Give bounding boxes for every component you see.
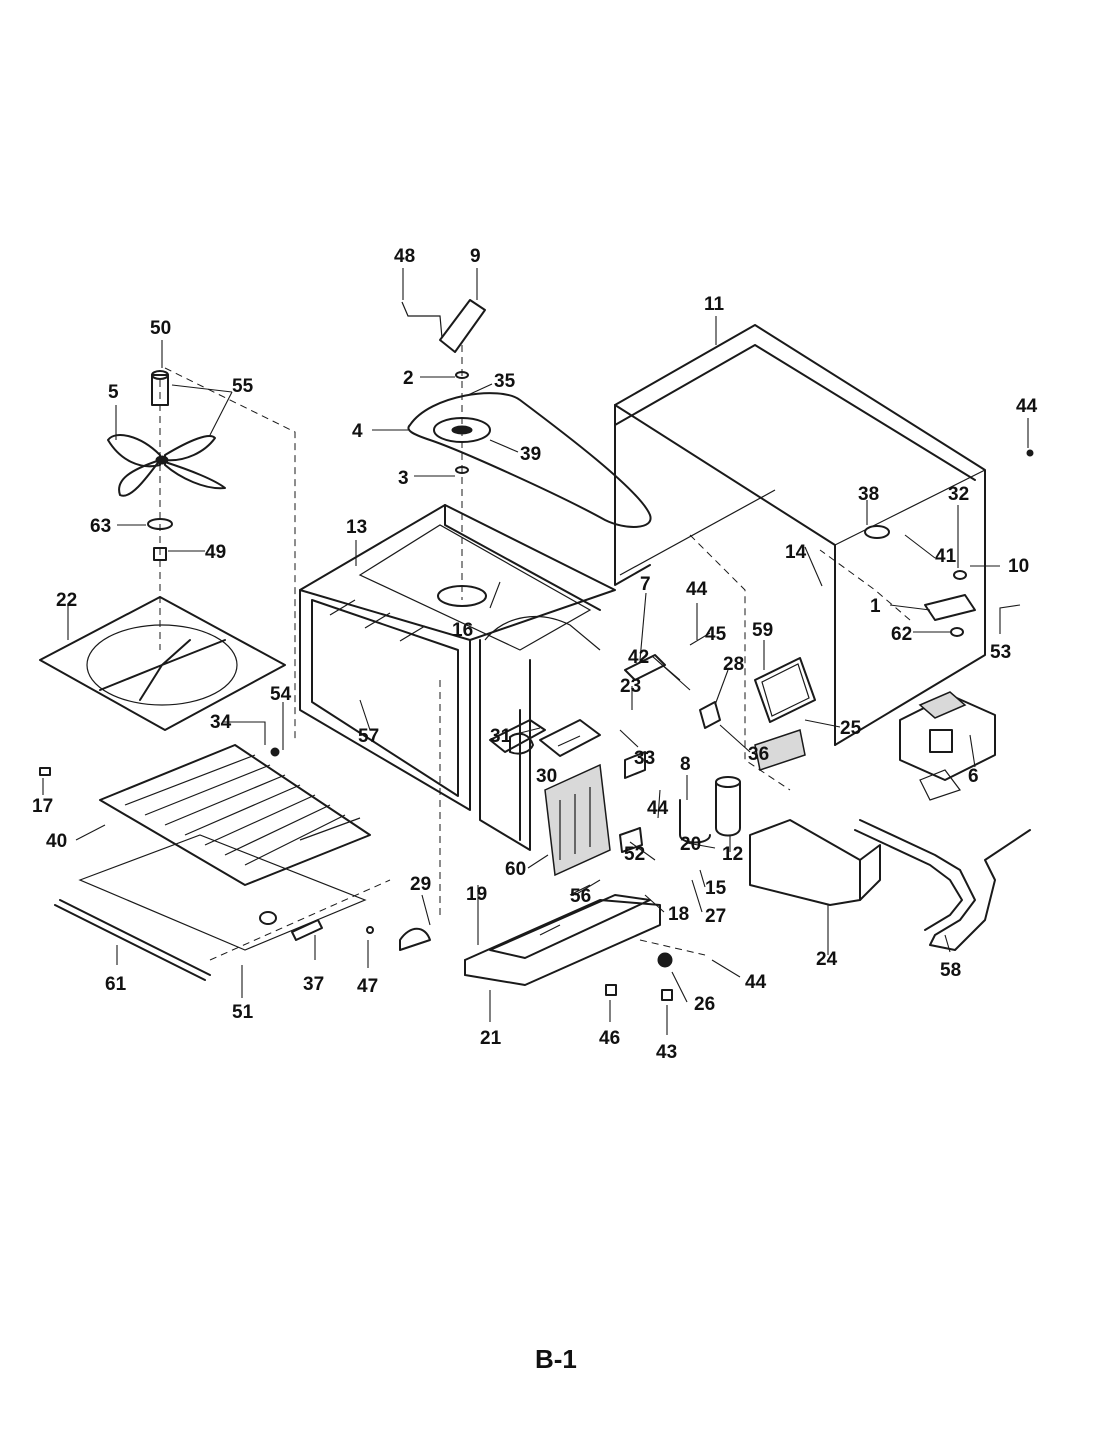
- callout-8: 8: [680, 754, 691, 775]
- assembly-centerlines: [159, 345, 911, 920]
- mounting-bracket: [401, 299, 486, 353]
- callout-21: 21: [480, 1028, 502, 1049]
- callout-59: 59: [752, 620, 773, 641]
- callout-44: 44: [647, 798, 669, 819]
- callout-62: 62: [891, 624, 912, 645]
- callout-11: 11: [704, 294, 725, 315]
- callout-3: 3: [398, 468, 409, 489]
- callout-32: 32: [948, 484, 969, 505]
- callout-53: 53: [990, 642, 1011, 663]
- base-plate: [464, 884, 661, 986]
- callout-57: 57: [358, 726, 379, 747]
- outer-cabinet: [614, 324, 986, 746]
- callout-40: 40: [46, 831, 67, 852]
- callout-4: 4: [352, 421, 363, 442]
- callout-23: 23: [620, 676, 641, 697]
- callout-22: 22: [56, 590, 77, 611]
- side-bracket: [749, 819, 881, 906]
- callout-35: 35: [494, 371, 516, 392]
- page-number: B-1: [535, 1344, 577, 1374]
- callout-26: 26: [694, 994, 715, 1015]
- callout-24: 24: [816, 949, 838, 970]
- cooling-fan-blade: [107, 370, 226, 561]
- callout-15: 15: [705, 878, 727, 899]
- callout-13: 13: [346, 517, 367, 538]
- callout-49: 49: [205, 542, 226, 563]
- callout-36: 36: [748, 744, 769, 765]
- callout-54: 54: [270, 684, 292, 705]
- callout-12: 12: [722, 844, 743, 865]
- callout-leaders: [42, 268, 1029, 1035]
- callout-2: 2: [403, 368, 414, 389]
- wire-harness: [854, 819, 1031, 951]
- callout-17: 17: [32, 796, 53, 817]
- callout-20: 20: [680, 834, 701, 855]
- callout-7: 7: [640, 574, 651, 595]
- callout-43: 43: [656, 1042, 677, 1063]
- callout-31: 31: [490, 726, 512, 747]
- callout-56: 56: [570, 886, 591, 907]
- callout-60: 60: [505, 859, 526, 880]
- callout-1: 1: [870, 596, 881, 617]
- callout-55: 55: [232, 376, 254, 397]
- callout-6: 6: [968, 766, 979, 787]
- callout-34: 34: [210, 712, 232, 733]
- callout-42: 42: [628, 647, 649, 668]
- oven-rack: [78, 744, 371, 951]
- fan-motor-assembly: [899, 691, 996, 801]
- callout-51: 51: [232, 1002, 254, 1023]
- callout-19: 19: [466, 884, 487, 905]
- callout-labels: 48 9 11 50 55 5 2 35 4 39 3 44 63 49 13 …: [32, 246, 1038, 1063]
- callout-61: 61: [105, 974, 127, 995]
- callout-30: 30: [536, 766, 557, 787]
- callout-41: 41: [935, 546, 957, 567]
- callout-16: 16: [452, 620, 473, 641]
- small-hardware: [39, 449, 1034, 1001]
- callout-27: 27: [705, 906, 726, 927]
- callout-52: 52: [624, 844, 645, 865]
- callout-10: 10: [1008, 556, 1029, 577]
- callout-45: 45: [705, 624, 727, 645]
- fan-shroud-panel: [39, 596, 286, 731]
- callout-25: 25: [840, 718, 862, 739]
- callout-39: 39: [520, 444, 541, 465]
- heater-element: [54, 879, 391, 981]
- callout-63: 63: [90, 516, 111, 537]
- callout-38: 38: [858, 484, 879, 505]
- callout-18: 18: [668, 904, 689, 925]
- callout-44: 44: [686, 579, 708, 600]
- callout-44: 44: [745, 972, 767, 993]
- callout-47: 47: [357, 976, 378, 997]
- callout-50: 50: [150, 318, 171, 339]
- callout-33: 33: [634, 748, 655, 769]
- callout-37: 37: [303, 974, 324, 995]
- callout-48: 48: [394, 246, 415, 267]
- callout-58: 58: [940, 960, 961, 981]
- callout-29: 29: [410, 874, 431, 895]
- callout-46: 46: [599, 1028, 620, 1049]
- callout-28: 28: [723, 654, 744, 675]
- waveguide-cover: [754, 657, 816, 771]
- internal-components: [489, 654, 741, 877]
- callout-9: 9: [470, 246, 481, 267]
- callout-5: 5: [108, 382, 119, 403]
- callout-44: 44: [1016, 396, 1038, 417]
- callout-14: 14: [785, 542, 807, 563]
